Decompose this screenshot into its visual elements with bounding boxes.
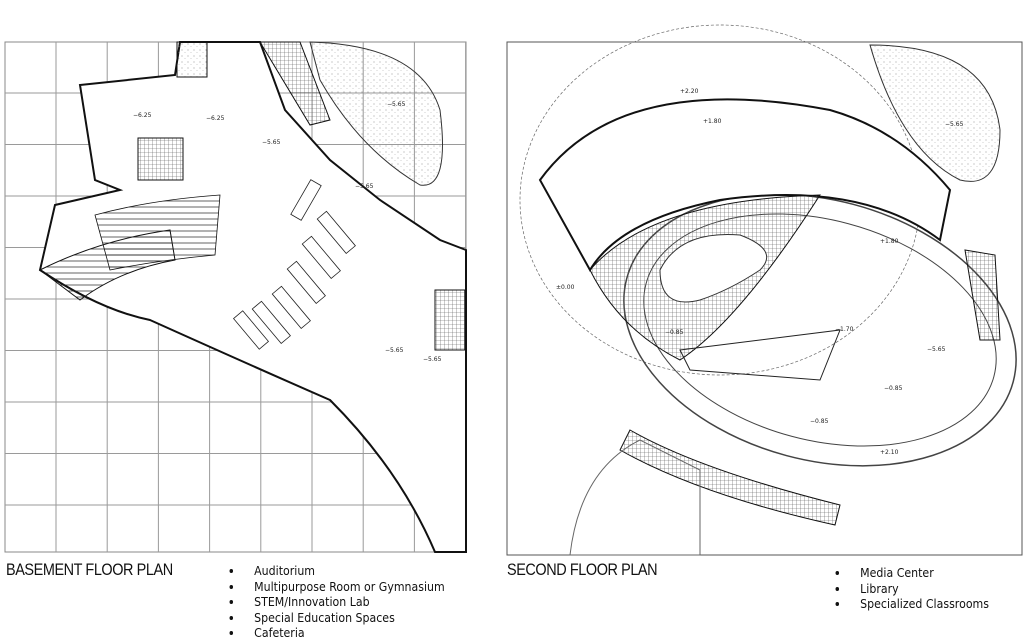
list-item: Library [832, 581, 989, 597]
level-marker: −6.25 [133, 112, 152, 119]
level-marker: −0.85 [810, 418, 829, 425]
level-marker: −0.85 [884, 385, 903, 392]
level-marker: +2.20 [680, 88, 699, 95]
tile-grid [679, 329, 841, 381]
basement-spaces-list: Auditorium Multipurpose Room or Gymnasiu… [226, 563, 445, 641]
courtyard [176, 41, 208, 78]
level-marker: −1.70 [835, 326, 854, 333]
restrooms [137, 137, 184, 181]
hatched-walkway [619, 429, 841, 526]
level-marker: −5.65 [927, 346, 946, 353]
hatched-court [259, 41, 331, 126]
level-marker: −5.65 [385, 347, 404, 354]
second-spaces-list: Media Center Library Specialized Classro… [832, 565, 989, 612]
level-marker: −0.85 [665, 329, 684, 336]
level-marker: +1.80 [703, 118, 722, 125]
landscape-area [309, 41, 443, 186]
level-marker: ±0.00 [556, 284, 575, 291]
island-garden [659, 233, 768, 303]
plaza-grid [569, 439, 701, 556]
basement-floor-plan: −6.25 −6.25 −5.65 −5.65 −5.65 −5.65 −5.6… [4, 41, 467, 553]
level-marker: +2.10 [880, 449, 899, 456]
classroom-wing [538, 98, 952, 272]
basement-plan-title: BASEMENT FLOOR PLAN [6, 560, 173, 579]
level-marker: −5.65 [387, 101, 406, 108]
list-item: Auditorium [226, 563, 445, 579]
landscape-area [869, 44, 1001, 182]
list-item: Specialized Classrooms [832, 596, 989, 612]
list-item: Cafeteria [226, 625, 445, 641]
service-core [434, 289, 466, 351]
level-marker: −5.65 [945, 121, 964, 128]
list-item: Multipurpose Room or Gymnasium [226, 579, 445, 595]
auditorium-seating [94, 194, 221, 271]
list-item: Media Center [832, 565, 989, 581]
level-markers: +2.20 +1.80 ±0.00 −0.85 −1.70 −5.65 −0.8… [556, 88, 964, 456]
list-item: STEM/Innovation Lab [226, 594, 445, 610]
level-marker: −5.65 [423, 356, 442, 363]
level-markers: −6.25 −6.25 −5.65 −5.65 −5.65 −5.65 −5.6… [133, 101, 442, 363]
list-item: Special Education Spaces [226, 610, 445, 626]
level-marker: +1.80 [880, 238, 899, 245]
second-plan-title: SECOND FLOOR PLAN [507, 560, 658, 579]
level-marker: −5.65 [262, 139, 281, 146]
hatched-walkway [964, 249, 1001, 341]
gymnasium-tables [232, 179, 356, 350]
level-marker: −5.65 [355, 183, 374, 190]
level-marker: −6.25 [206, 115, 225, 122]
second-floor-plan: +2.20 +1.80 ±0.00 −0.85 −1.70 −5.65 −0.8… [506, 24, 1023, 556]
